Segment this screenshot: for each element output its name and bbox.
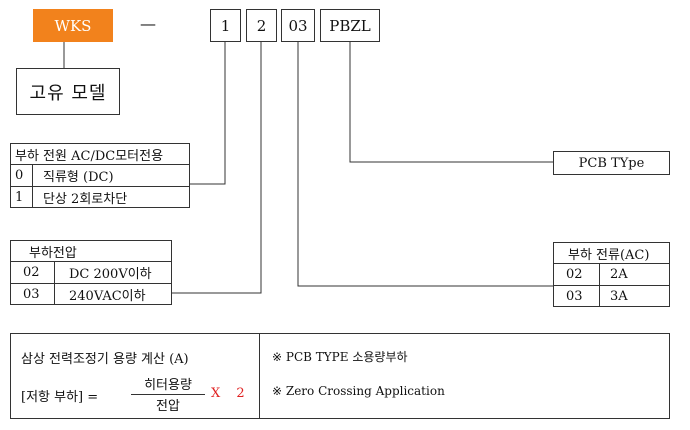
row-code: 02 [11,262,55,283]
row-desc: 3A [610,288,628,304]
model-dash: — [140,14,156,33]
model-part-2: 2 [246,9,277,42]
calc-numerator: 히터용량 [131,374,205,395]
calc-multiplier: X 2 [211,386,251,401]
model-part-3: 03 [281,9,315,42]
calc-panel: 삼상 전력조정기 용량 계산 (A) [저항 부하] = 히터용량 전압 X 2… [10,333,670,419]
note-pcb-type: ※ PCB TYPE 소용량부하 [272,350,408,364]
row-code: 03 [554,286,600,306]
row-code: 02 [554,264,600,285]
row-desc: 단상 2회로차단 [43,191,128,207]
load-voltage-title: 부하전압 [11,241,171,262]
calc-denominator: 전압 [156,399,180,414]
row-code: 1 [11,187,33,207]
calc-lhs: [저항 부하] = [21,390,99,405]
pcb-type-box: PCB TYpe [553,151,670,175]
load-current-title: 부하 전류(AC) [554,243,669,264]
model-prefix-box: WKS [33,9,113,42]
table-row: 02 2A [554,264,669,285]
row-desc: 2A [610,267,628,282]
load-power-title: 부하 전원 AC/DC모터전용 [11,144,189,165]
table-row: 1 단상 2회로차단 [11,186,189,207]
calc-title: 삼상 전력조정기 용량 계산 (A) [21,352,189,367]
table-row: 03 240VAC이하 [11,283,171,304]
notes-section: ※ PCB TYPE 소용량부하 ※ Zero Crossing Applica… [260,334,669,418]
model-part-4-label: PBZL [329,16,371,35]
unique-model-label: 고유 모델 [29,82,107,104]
load-power-table: 부하 전원 AC/DC모터전용 0 직류형 (DC) 1 단상 2회로차단 [10,143,190,208]
calc-formula-section: 삼상 전력조정기 용량 계산 (A) [저항 부하] = 히터용량 전압 X 2 [11,334,260,418]
table-row: 02 DC 200V이하 [11,262,171,283]
load-current-table: 부하 전류(AC) 02 2A 03 3A [553,242,670,307]
row-desc: DC 200V이하 [69,267,152,282]
row-code: 03 [11,284,55,304]
model-prefix: WKS [54,16,92,35]
row-code: 0 [11,165,33,186]
load-voltage-table: 부하전압 02 DC 200V이하 03 240VAC이하 [10,240,172,305]
model-part-2-label: 2 [256,16,267,35]
model-part-3-label: 03 [288,16,308,35]
model-part-1-label: 1 [220,16,231,35]
note-zero-crossing: ※ Zero Crossing Application [272,384,445,398]
model-part-4: PBZL [320,9,380,42]
pcb-type-label: PCB TYpe [578,155,645,171]
unique-model-box: 고유 모델 [16,68,120,115]
table-row: 03 3A [554,285,669,306]
row-desc: 직류형 (DC) [43,170,114,185]
calc-fraction: 히터용량 전압 [131,374,205,414]
row-desc: 240VAC이하 [69,288,146,304]
table-row: 0 직류형 (DC) [11,165,189,186]
model-part-1: 1 [210,9,241,42]
